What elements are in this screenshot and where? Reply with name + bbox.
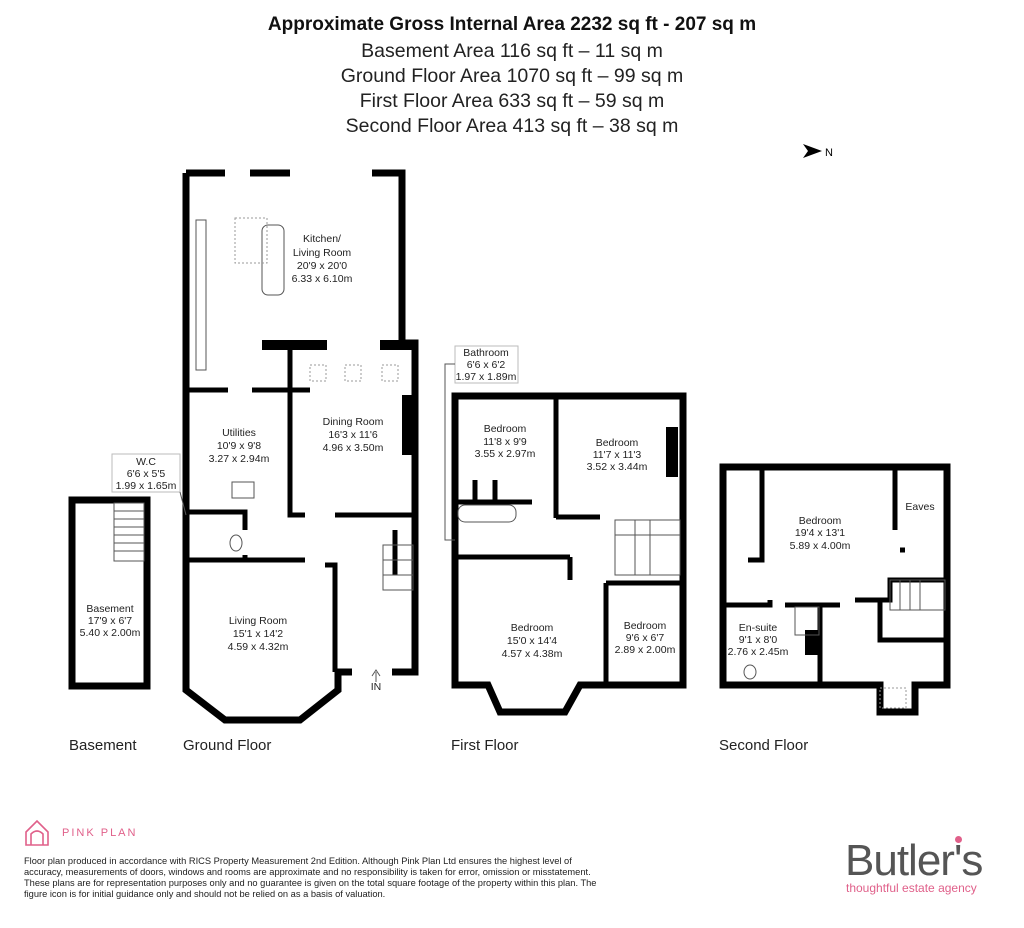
room-metric: 3.52 x 3.44m: [587, 461, 648, 473]
room-metric: 4.57 x 4.38m: [502, 648, 563, 660]
floor-label-second: Second Floor: [719, 737, 809, 754]
entrance-arrow-icon: [371, 669, 381, 682]
room-metric: 5.40 x 2.00m: [80, 627, 141, 639]
room-metric: 3.27 x 2.94m: [209, 453, 270, 465]
room-name: Bedroom: [624, 620, 667, 632]
area-ground: Ground Floor Area 1070 sq ft – 99 sq m: [340, 65, 684, 87]
room-metric: 1.97 x 1.89m: [456, 371, 517, 383]
area-first: First Floor Area 633 sq ft – 59 sq m: [359, 90, 665, 112]
toilet-icon: [229, 534, 243, 552]
room-imperial: 15'0 x 14'4: [507, 635, 557, 647]
shower-icon: [794, 606, 820, 636]
north-arrow-icon: N: [803, 144, 833, 159]
room-imperial: 17'9 x 6'7: [88, 615, 132, 627]
ground-floor-plan: Kitchen/ Living Room 20'9 x 20'0 6.33 x …: [111, 169, 419, 724]
room-imperial: 16'3 x 11'6: [328, 429, 378, 441]
room-imperial: 6'6 x 6'2: [467, 359, 506, 371]
bath-icon: [457, 504, 517, 523]
room-name: Bedroom: [511, 622, 554, 634]
area-basement: Basement Area 116 sq ft – 11 sq m: [361, 40, 663, 62]
stairs-icon: [382, 544, 414, 591]
room-name: Living Room: [229, 615, 288, 627]
room-name: W.C: [136, 456, 156, 468]
room-metric: 5.89 x 4.00m: [790, 540, 851, 552]
room-metric: 1.99 x 1.65m: [116, 480, 177, 492]
room-metric: 3.55 x 2.97m: [475, 448, 536, 460]
basement-plan: Basement 17'9 x 6'7 5.40 x 2.00m: [68, 496, 151, 690]
room-metric: 4.96 x 3.50m: [323, 442, 384, 454]
stairs-icon: [614, 519, 681, 576]
floor-label-ground: Ground Floor: [183, 737, 272, 754]
room-name: Living Room: [293, 247, 352, 259]
room-imperial: 19'4 x 13'1: [795, 527, 845, 539]
room-imperial: 6'6 x 5'5: [127, 468, 166, 480]
room-imperial: 11'7 x 11'3: [593, 449, 642, 461]
room-imperial: 11'8 x 9'9: [483, 436, 527, 448]
room-name: Bedroom: [484, 423, 527, 435]
room-metric: 6.33 x 6.10m: [292, 273, 353, 285]
room-metric: 2.89 x 2.00m: [615, 644, 676, 656]
sink-icon: [231, 481, 255, 499]
room-name: En-suite: [739, 622, 778, 634]
room-name: Bathroom: [463, 347, 509, 359]
toilet-icon: [743, 664, 757, 680]
room-imperial: 9'1 x 8'0: [739, 634, 778, 646]
floor-label-first: First Floor: [451, 737, 519, 754]
room-name: Kitchen/: [303, 233, 341, 245]
disclaimer: Floor plan produced in accordance with R…: [24, 856, 597, 899]
first-floor-plan: Bathroom 6'6 x 6'2 1.97 x 1.89m Bedroom …: [444, 345, 687, 716]
agent-logo-dot: [955, 836, 962, 843]
room-metric: 4.59 x 4.32m: [228, 641, 289, 653]
room-name: Utilities: [222, 427, 256, 439]
agent-tagline: thoughtful estate agency: [846, 881, 977, 895]
room-name: Eaves: [905, 501, 934, 513]
room-imperial: 20'9 x 20'0: [297, 260, 347, 272]
area-second: Second Floor Area 413 sq ft – 38 sq m: [345, 115, 679, 137]
room-metric: 2.76 x 2.45m: [728, 646, 789, 658]
floor-label-basement: Basement: [69, 737, 137, 754]
agent-logo: Butler's: [845, 836, 983, 885]
compass-label: N: [825, 147, 833, 159]
room-imperial: 15'1 x 14'2: [233, 628, 283, 640]
room-imperial: 10'9 x 9'8: [217, 440, 261, 452]
room-imperial: 9'6 x 6'7: [626, 632, 665, 644]
room-name: Basement: [86, 603, 133, 615]
stairs-icon: [889, 579, 946, 611]
room-name: Bedroom: [799, 515, 842, 527]
second-floor-plan: Bedroom 19'4 x 13'1 5.89 x 4.00m Eaves E…: [719, 463, 951, 716]
area-title: Approximate Gross Internal Area 2232 sq …: [267, 14, 757, 35]
pink-plan-brand: PINK PLAN: [62, 827, 138, 839]
room-name: Bedroom: [596, 437, 639, 449]
room-name: Dining Room: [323, 416, 384, 428]
stairs-icon: [113, 502, 145, 562]
floor-plan: N Basement 17'9 x 6'7 5.40 x 2.00m Kitch…: [68, 144, 951, 724]
pink-plan-logo-icon: [25, 819, 49, 846]
entrance-label: IN: [371, 681, 382, 693]
